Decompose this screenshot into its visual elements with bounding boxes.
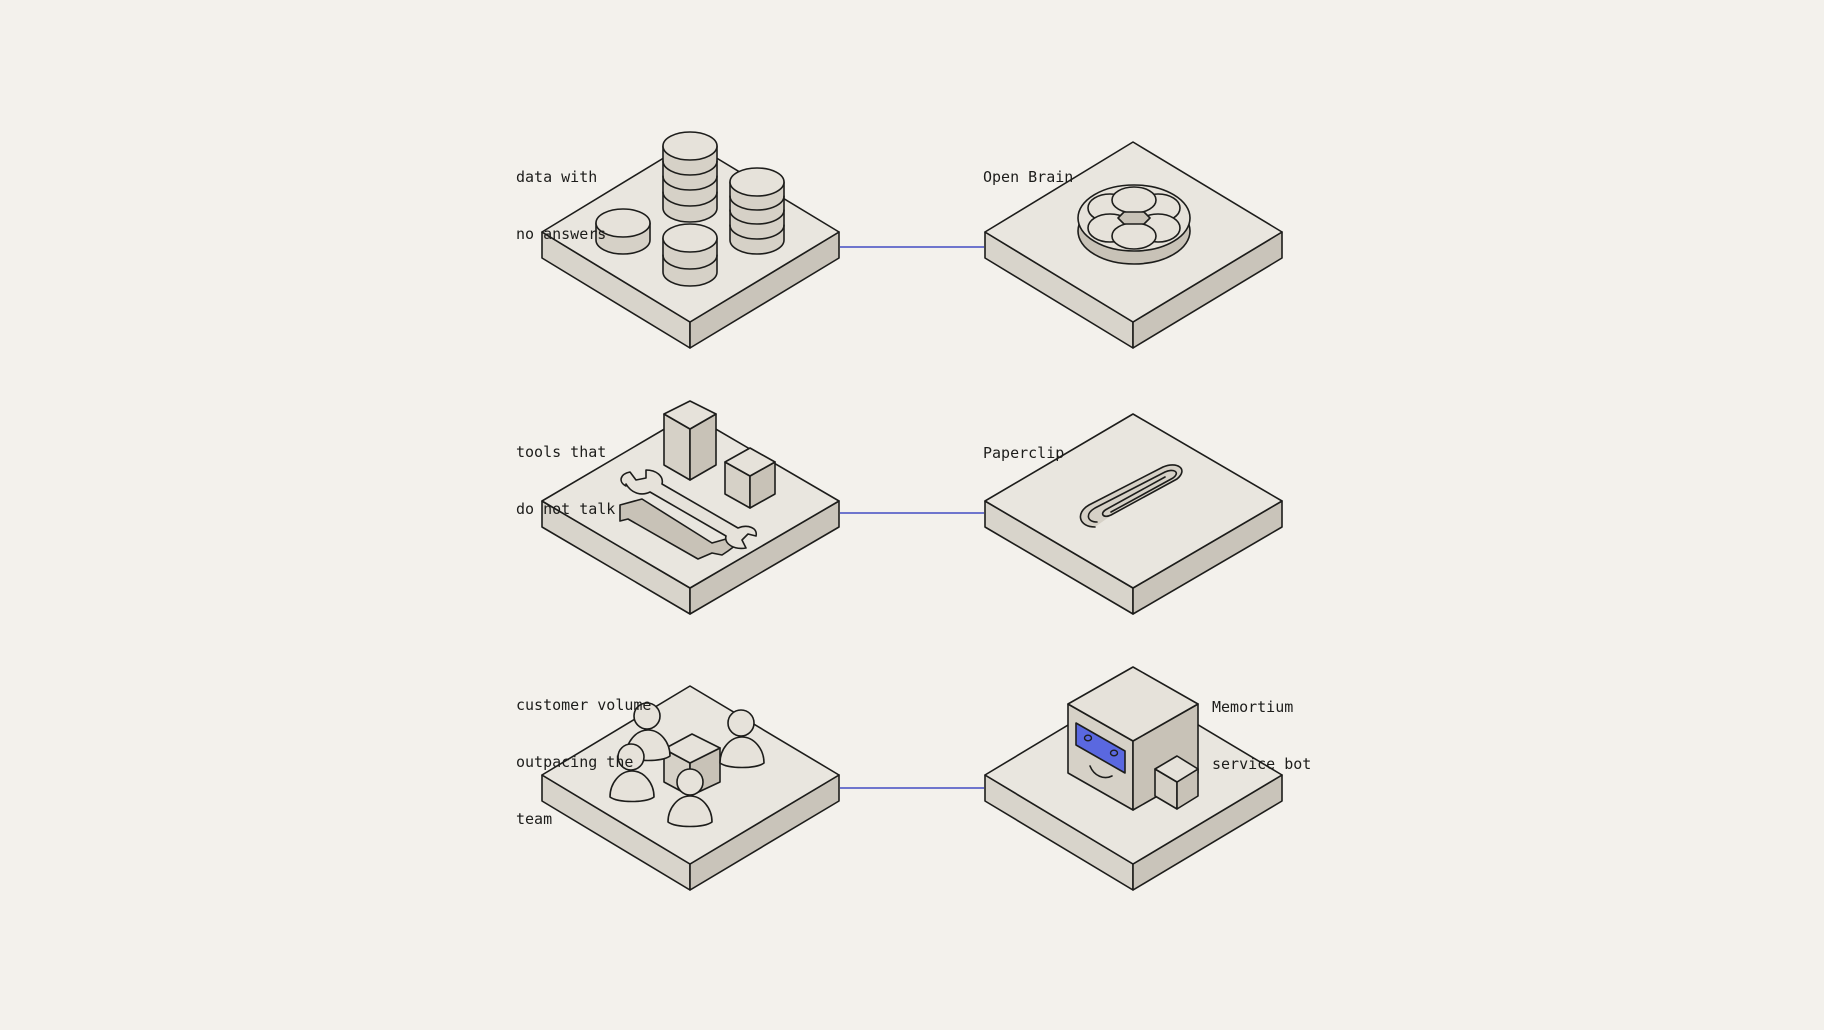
label-open-brain: Open Brain	[983, 168, 1074, 186]
connectors	[840, 246, 984, 789]
wrench-and-blocks-icon	[619, 400, 776, 560]
tile-open-brain	[984, 141, 1283, 349]
robot-smile	[1089, 765, 1113, 779]
robot-cube-icon	[1067, 666, 1199, 811]
label-data-with-no-answers: data with no answers	[516, 168, 607, 243]
tile-customer-volume	[541, 685, 840, 891]
database-stacks-icon	[595, 131, 785, 287]
wrench-icon	[619, 469, 758, 560]
person-icon	[719, 709, 765, 769]
tile-tools-that-do-not-talk	[541, 400, 840, 615]
tile-paperclip	[984, 413, 1283, 615]
label-customer-volume: customer volume outpacing the team	[516, 696, 652, 828]
package-icon	[663, 733, 721, 797]
person-icon	[667, 768, 713, 828]
paperclip-icon	[1079, 464, 1183, 528]
tall-block-icon	[663, 400, 717, 481]
person-icon	[609, 743, 655, 803]
tile-data-with-no-answers	[541, 131, 840, 349]
label-memortium-service-bot: Memortium service bot	[1212, 698, 1312, 773]
label-paperclip: Paperclip	[983, 444, 1065, 462]
small-block-icon	[1154, 755, 1199, 810]
label-tools-that-do-not-talk: tools that do not talk	[516, 443, 616, 518]
crowd-of-people-icon	[609, 702, 765, 828]
tile-memortium-service-bot	[984, 666, 1283, 891]
small-block-icon	[724, 447, 776, 509]
knot-brain-logo-icon	[1077, 184, 1191, 265]
